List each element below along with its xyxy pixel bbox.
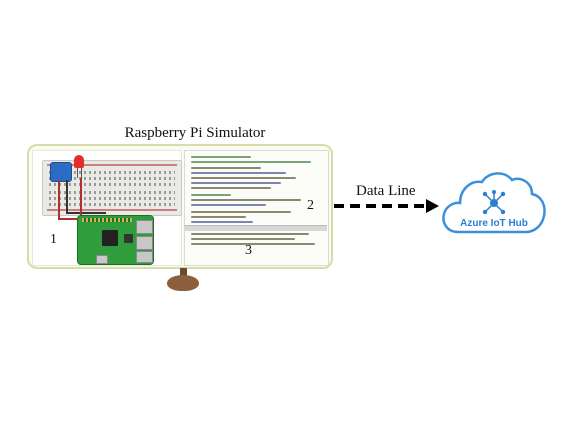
sensor-module-icon [50,162,72,182]
wire [58,180,60,220]
code-line [191,156,251,158]
breadboard-row [49,203,175,206]
breadboard-row [49,197,175,200]
breadboard-row [49,177,175,180]
data-line-label: Data Line [356,183,416,199]
wire [66,212,106,214]
breadboard-row [49,171,175,174]
code-line [191,199,301,201]
breadboard-rail-top [47,164,177,166]
code-line [191,221,253,223]
code-editor-panel [184,150,329,266]
hdmi-port [96,255,108,264]
code-line [191,194,231,196]
code-line [191,211,291,213]
memory-chip [124,234,133,243]
breadboard-row [49,191,175,194]
ethernet-port [136,251,153,263]
code-line [191,161,311,163]
iot-hub-icon [482,190,506,215]
marker-2: 2 [307,198,314,213]
console-line [191,233,309,235]
code-line [191,172,286,174]
breadboard-rail-bottom [47,209,177,211]
marker-3: 3 [245,243,252,258]
code-line [191,204,266,206]
azure-iot-hub-label: Azure IoT Hub [460,218,528,229]
simulator-title: Raspberry Pi Simulator [124,125,266,141]
code-line [191,167,261,169]
monitor-stand-base [167,275,199,291]
data-line-arrow-icon [334,199,439,213]
marker-1: 1 [50,232,57,247]
code-line [191,177,296,179]
wire [66,180,68,214]
console-line [191,238,295,240]
code-line [191,216,246,218]
cpu-chip [102,230,118,246]
wire [58,218,88,220]
raspberry-pi-board-icon [77,215,154,265]
gpio-header [82,218,132,222]
led-leg [77,168,78,178]
code-line [191,182,281,184]
usb-port [136,220,153,234]
monitor-stand-neck [180,268,187,277]
code-line [191,187,271,189]
console-divider [184,225,327,231]
led-leg [81,168,82,178]
usb-port [136,236,153,250]
console-line [191,243,315,245]
breadboard-row [49,183,175,186]
red-led-icon [74,155,84,168]
wire [80,178,82,216]
